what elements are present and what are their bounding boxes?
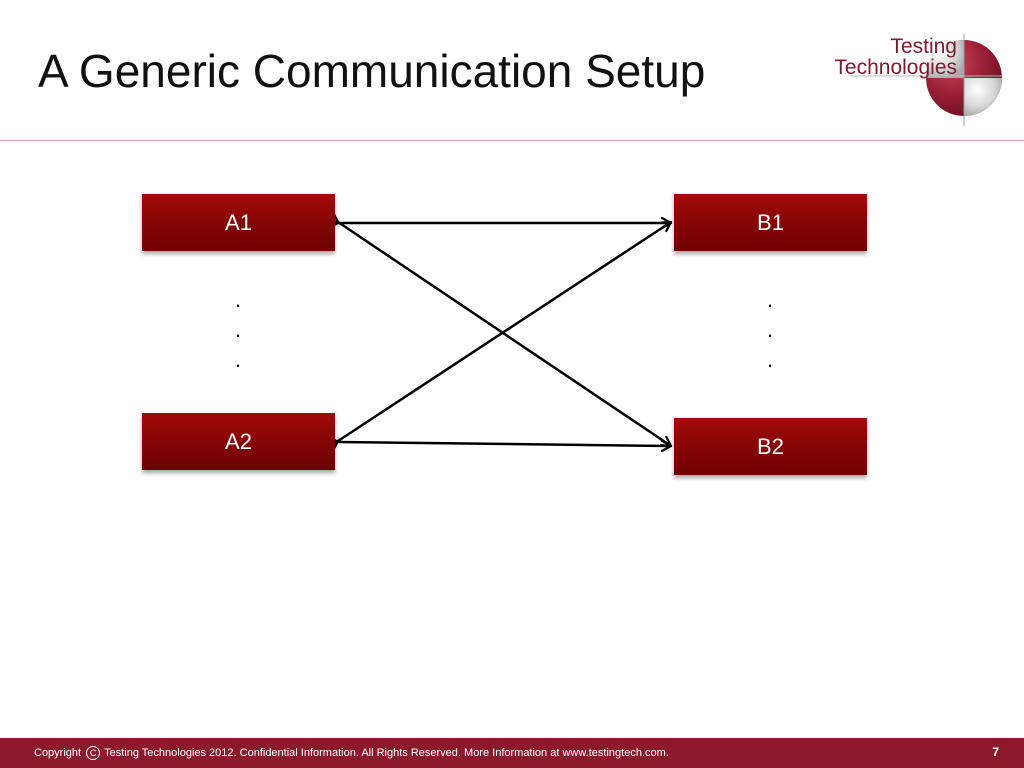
left-ellipsis-dot: · [234, 292, 242, 317]
node-a1: A1 [142, 194, 335, 251]
page-number: 7 [992, 745, 999, 759]
node-a2: A2 [142, 413, 335, 470]
connection-a2-b1 [338, 222, 671, 441]
left-ellipsis: · · · [228, 290, 248, 380]
testing-technologies-logo: Testing Technologies [834, 24, 1012, 134]
logo-text-testing: Testing [890, 35, 957, 58]
node-b2: B2 [674, 418, 867, 475]
left-ellipsis-dot: · [234, 352, 242, 377]
node-b1: B1 [674, 194, 867, 251]
right-ellipsis-dot: · [766, 322, 774, 347]
header-divider [0, 140, 1024, 141]
logo-text-technologies: Technologies [834, 56, 957, 79]
connection-a2-b2 [338, 442, 671, 446]
slide-title: A Generic Communication Setup [38, 45, 706, 97]
logo-graphic [850, 34, 1002, 126]
connection-a1-b2 [338, 222, 671, 446]
copyright-label: Copyright [34, 747, 82, 759]
left-ellipsis-dot: · [234, 322, 242, 347]
right-ellipsis-dot: · [766, 292, 774, 317]
copyright-details: Testing Technologies 2012. Confidential … [104, 747, 669, 759]
right-ellipsis-dot: · [766, 352, 774, 377]
copyright-symbol-icon: C [86, 746, 101, 760]
right-ellipsis: · · · [760, 290, 780, 380]
